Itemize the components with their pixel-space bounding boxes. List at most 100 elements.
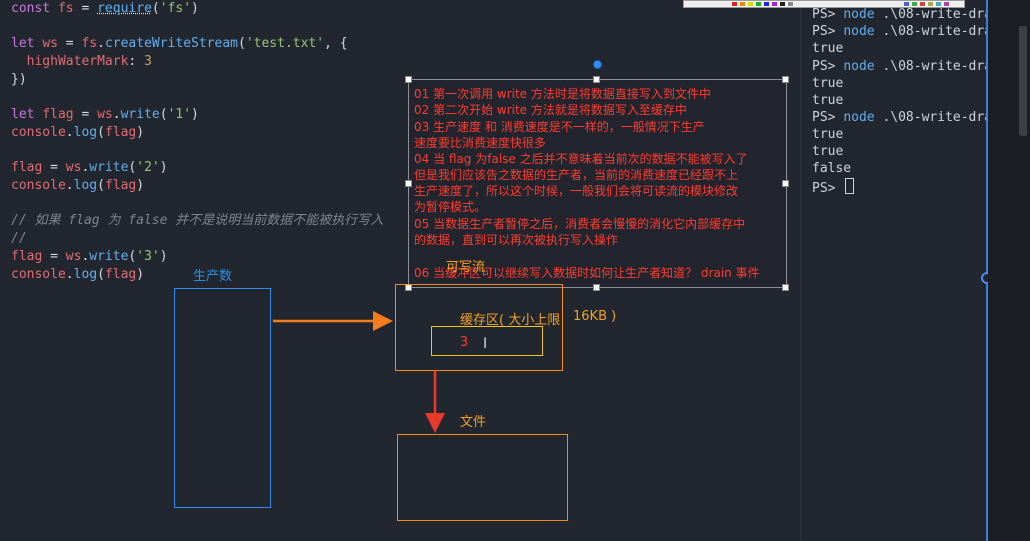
color-swatch[interactable] [936,2,941,6]
code-token: flag [11,249,43,264]
producer-label: 生产数 [193,269,233,284]
code-line-8[interactable]: console.log(flag) [11,124,144,142]
note-line: 04 当 flag 为false 之后并不意味着当前次的数据不能被写入了 [414,152,748,166]
selection-handle[interactable] [782,180,789,187]
buffer-slot[interactable] [431,326,543,356]
code-token: ) [191,107,199,122]
code-line-11[interactable]: console.log(flag) [11,177,144,195]
code-token: ws [42,36,58,51]
file-box[interactable] [397,434,568,521]
producer-box[interactable] [174,288,271,508]
code-line-13[interactable]: // 如果 flag 为 false 并不是说明当前数据不能被执行写入 [11,212,383,230]
color-swatch[interactable] [772,2,777,6]
code-line-10[interactable]: flag = ws.write('2') [11,159,168,177]
selection-handle[interactable] [405,76,412,83]
code-token: console [11,178,66,193]
selection-handle[interactable] [782,284,789,291]
code-line-3[interactable]: let ws = fs.createWriteStream('test.txt'… [11,35,348,53]
color-swatch[interactable] [904,2,909,6]
color-swatch[interactable] [732,2,737,6]
code-token: = [73,1,98,16]
selection-handle[interactable] [593,76,600,83]
color-swatch[interactable] [756,2,761,6]
code-token: = [42,160,66,175]
buffer-box[interactable] [395,284,563,371]
code-comment: // 如果 flag 为 false 并不是说明当前数据不能被执行写入 [11,213,384,228]
code-token: ws [65,249,82,264]
color-swatch[interactable] [780,2,785,6]
note-line: 的数据，直到可以再次被执行写入操作 [414,233,619,247]
color-swatch[interactable] [928,2,933,6]
color-swatch[interactable] [748,2,753,6]
code-token: ) [191,1,199,16]
terminal-prompt: PS> [812,7,844,22]
color-swatch[interactable] [920,2,925,6]
code-token: = [73,107,98,122]
color-swatch[interactable] [944,2,949,6]
note-line: 02 第二次开始 write 方法就是将数据写入至缓存中 [414,103,687,117]
drawing-toolbar[interactable] [683,0,965,8]
code-token: flag [42,107,74,122]
code-token: . [112,107,121,122]
code-token: const [11,1,51,16]
code-token: createWriteStream [104,36,238,51]
selection-handle[interactable] [405,180,412,187]
code-line-7[interactable]: let flag = ws.write('1') [11,106,199,124]
code-line-16[interactable]: console.log(flag) [11,266,144,284]
code-token: 'test.txt' [245,36,325,51]
color-swatch[interactable] [912,2,917,6]
code-token: require [97,1,152,16]
code-token: fs [57,1,74,16]
terminal-output: true [812,93,844,108]
rotate-handle[interactable] [593,60,602,69]
note-line: 03 生产速度 和 消费速度是不一样的，一般情况下生产 [414,120,705,134]
code-token: let [11,107,35,122]
code-line-5[interactable]: }) [11,71,27,89]
code-token: ) [159,249,168,264]
color-swatch[interactable] [740,2,745,6]
terminal-output: true [812,127,844,142]
writable-stream-label: 可写流 [446,260,486,275]
code-token: . [65,267,74,282]
selection-handle[interactable] [782,76,789,83]
code-token: log [73,125,98,140]
code-token: ) [136,267,145,282]
terminal-prompt: PS> [812,110,844,125]
code-token: flag [104,178,137,193]
terminal-line[interactable]: PS> [812,178,855,196]
terminal-command: node [843,24,875,39]
terminal-command: node [843,59,875,74]
code-token: highWaterMark [11,54,129,69]
code-editor[interactable]: const fs = require('fs') let ws = fs.cre… [0,0,800,541]
text-cursor-icon: I [483,336,488,352]
code-token: . [65,125,74,140]
code-token: flag [104,267,137,282]
code-token: = [42,249,66,264]
color-swatch[interactable] [764,2,769,6]
code-line-14[interactable]: // [11,230,27,248]
selection-handle[interactable] [593,284,600,291]
note-line: 05 当数据生产者暂停之后，消费者会慢慢的消化它内部缓存中 [414,217,746,231]
color-swatch[interactable] [788,2,793,6]
code-token: write [120,107,160,122]
code-token: log [73,178,98,193]
code-line-1[interactable]: const fs = require('fs') [11,0,199,18]
code-token: , { [324,36,348,51]
code-line-4[interactable]: highWaterMark: 3 [11,53,152,71]
code-token: ( [159,107,168,122]
terminal-command: node [843,7,875,22]
code-token: 'fs' [159,1,192,16]
terminal-prompt: PS> [812,59,844,74]
code-token: ) [136,178,145,193]
terminal-output: false [812,161,852,176]
code-line-15[interactable]: flag = ws.write('3') [11,248,168,266]
terminal-output: true [812,144,844,159]
terminal-output: true [812,76,844,91]
terminal-resize-border[interactable] [986,0,988,541]
code-token: ( [238,36,246,51]
buffer-value: 3 [460,335,469,350]
note-line: 速度要比消费速度快很多 [414,136,547,150]
terminal-scrollbar[interactable] [1019,26,1027,136]
code-token: fs [81,36,98,51]
